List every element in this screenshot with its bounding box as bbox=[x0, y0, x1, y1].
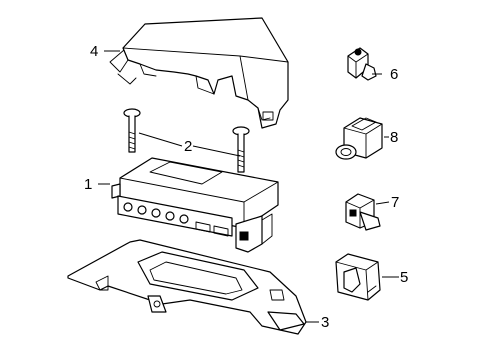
control-module bbox=[111, 157, 279, 253]
callout-1: 1 bbox=[84, 176, 92, 193]
callout-6: 6 bbox=[390, 66, 398, 83]
mounting-bracket bbox=[67, 239, 307, 335]
module-cover bbox=[109, 17, 289, 129]
connector-housing bbox=[335, 253, 381, 301]
mounting-bolt-left bbox=[123, 108, 141, 153]
callout-7: 7 bbox=[391, 194, 399, 211]
callout-4: 4 bbox=[90, 43, 98, 60]
angled-connector bbox=[345, 193, 381, 231]
callout-8: 8 bbox=[390, 129, 398, 146]
callout-5: 5 bbox=[400, 269, 408, 286]
callout-2: 2 bbox=[184, 138, 192, 155]
large-connector bbox=[335, 117, 383, 160]
mounting-bolt-right bbox=[232, 126, 250, 173]
callout-3: 3 bbox=[321, 314, 329, 331]
small-connector bbox=[347, 47, 377, 81]
leader-lines bbox=[98, 50, 399, 323]
